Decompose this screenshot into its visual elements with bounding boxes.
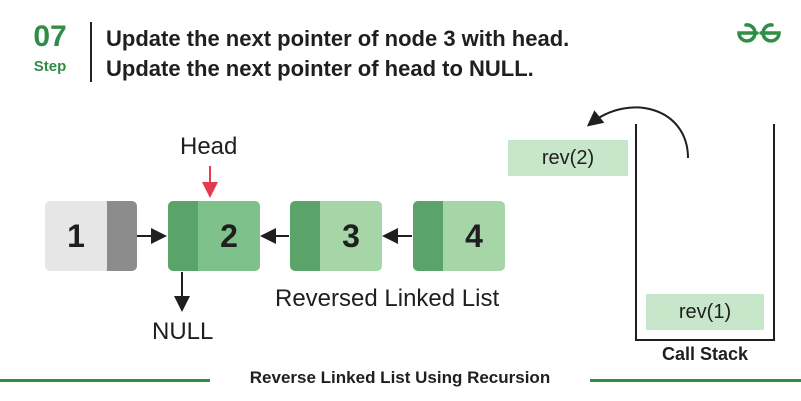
gfg-logo-icon — [737, 23, 781, 43]
title-line-1: Update the next pointer of node 3 with h… — [106, 26, 570, 51]
footer-rule-left — [0, 379, 225, 382]
list-node-4: 4 — [413, 201, 505, 271]
list-node-1: 1 — [45, 201, 137, 271]
title-line-2: Update the next pointer of head to NULL. — [106, 56, 534, 81]
node-prev-cell — [290, 201, 320, 271]
null-label: NULL — [152, 318, 214, 345]
footer-caption: Reverse Linked List Using Recursion — [210, 368, 590, 388]
node-value: 1 — [45, 201, 107, 271]
step-number: 07 — [33, 20, 67, 53]
call-stack-container — [635, 124, 775, 341]
pop-arrow — [586, 106, 689, 159]
node-value: 4 — [443, 201, 505, 271]
head-label: Head — [180, 133, 238, 160]
popped-frame: rev(2) — [508, 140, 628, 176]
node-next-cell — [107, 201, 137, 271]
node-prev-cell — [168, 201, 198, 271]
reversed-list-label: Reversed Linked List — [275, 285, 500, 312]
node-value: 3 — [320, 201, 382, 271]
footer-rule-right — [578, 379, 801, 382]
node-prev-cell — [413, 201, 443, 271]
list-node-3: 3 — [290, 201, 382, 271]
stack-frame: rev(1) — [646, 294, 764, 330]
title-divider — [90, 22, 92, 82]
node-value: 2 — [198, 201, 260, 271]
call-stack-label: Call Stack — [661, 344, 749, 364]
list-node-2: 2 — [168, 201, 260, 271]
step-label: Step — [33, 58, 67, 75]
